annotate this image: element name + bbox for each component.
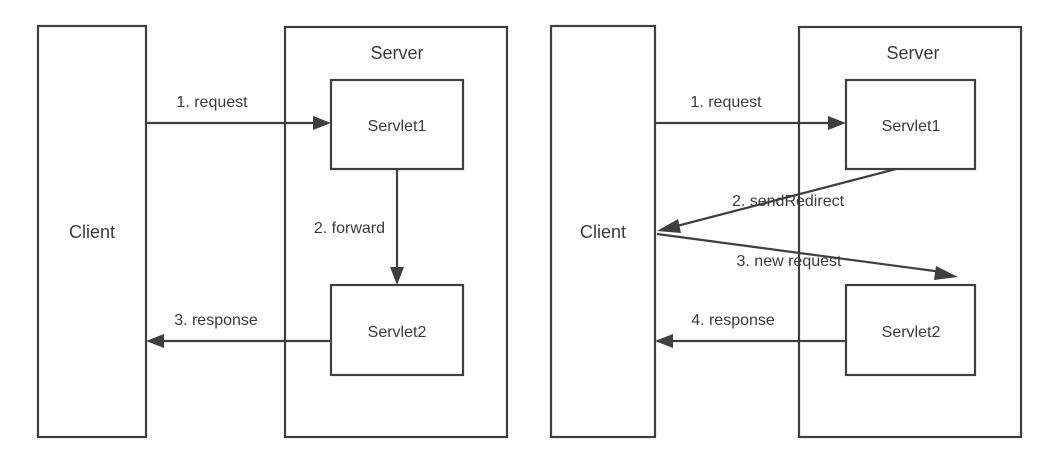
client-box-redirect[interactable] xyxy=(549,24,657,439)
arrowhead-right-icon xyxy=(313,116,331,130)
servlet1-label-redirect: Servlet1 xyxy=(882,118,941,135)
edge-forward-forward: 2. forward xyxy=(314,169,404,285)
arrowhead-right-icon xyxy=(828,116,846,130)
client-box-forward[interactable] xyxy=(36,24,148,439)
server-label-redirect: Server xyxy=(886,43,939,63)
forward-panel: Client Server Servlet1 Servlet2 1. reque… xyxy=(36,24,509,439)
edge-sendredirect-label: 2. sendRedirect xyxy=(732,193,845,210)
servlet1-label-forward: Servlet1 xyxy=(368,118,427,135)
servlet2-box-redirect[interactable] xyxy=(844,283,977,377)
edge-request-redirect: 1. request xyxy=(655,94,846,130)
servlet1-box-redirect[interactable] xyxy=(844,78,977,171)
edge-newrequest-redirect: 3. new request xyxy=(656,232,958,280)
arrowhead-right-diagonal-icon xyxy=(934,266,958,280)
edge-request-forward-label: 1. request xyxy=(176,94,248,111)
arrowhead-left-icon xyxy=(146,334,164,348)
edge-newrequest-line xyxy=(656,232,943,274)
edge-request-forward: 1. request xyxy=(146,94,331,130)
client-label-forward: Client xyxy=(69,222,115,242)
edge-response-redirect: 4. response xyxy=(655,312,846,348)
arrowhead-left-icon xyxy=(655,334,673,348)
arrowhead-down-icon xyxy=(390,267,404,285)
redirect-panel: Client Server Servlet1 Servlet2 1. reque… xyxy=(549,24,1023,439)
edge-newrequest-label: 3. new request xyxy=(737,253,843,270)
servlet2-box-forward[interactable] xyxy=(329,283,465,377)
edge-response-forward-label: 3. response xyxy=(174,312,258,329)
edge-sendredirect-line xyxy=(672,167,897,229)
client-label-redirect: Client xyxy=(580,222,626,242)
edge-forward-forward-label: 2. forward xyxy=(314,220,385,237)
servlet1-box-forward[interactable] xyxy=(329,78,465,171)
servlet2-label-forward: Servlet2 xyxy=(368,324,427,341)
edge-response-forward: 3. response xyxy=(146,312,331,348)
servlet2-label-redirect: Servlet2 xyxy=(882,324,941,341)
edge-sendredirect-redirect: 2. sendRedirect xyxy=(657,167,897,233)
edge-request-redirect-label: 1. request xyxy=(690,94,762,111)
edge-response-redirect-label: 4. response xyxy=(691,312,775,329)
arrowhead-left-diagonal-icon xyxy=(657,219,681,233)
server-label-forward: Server xyxy=(370,43,423,63)
